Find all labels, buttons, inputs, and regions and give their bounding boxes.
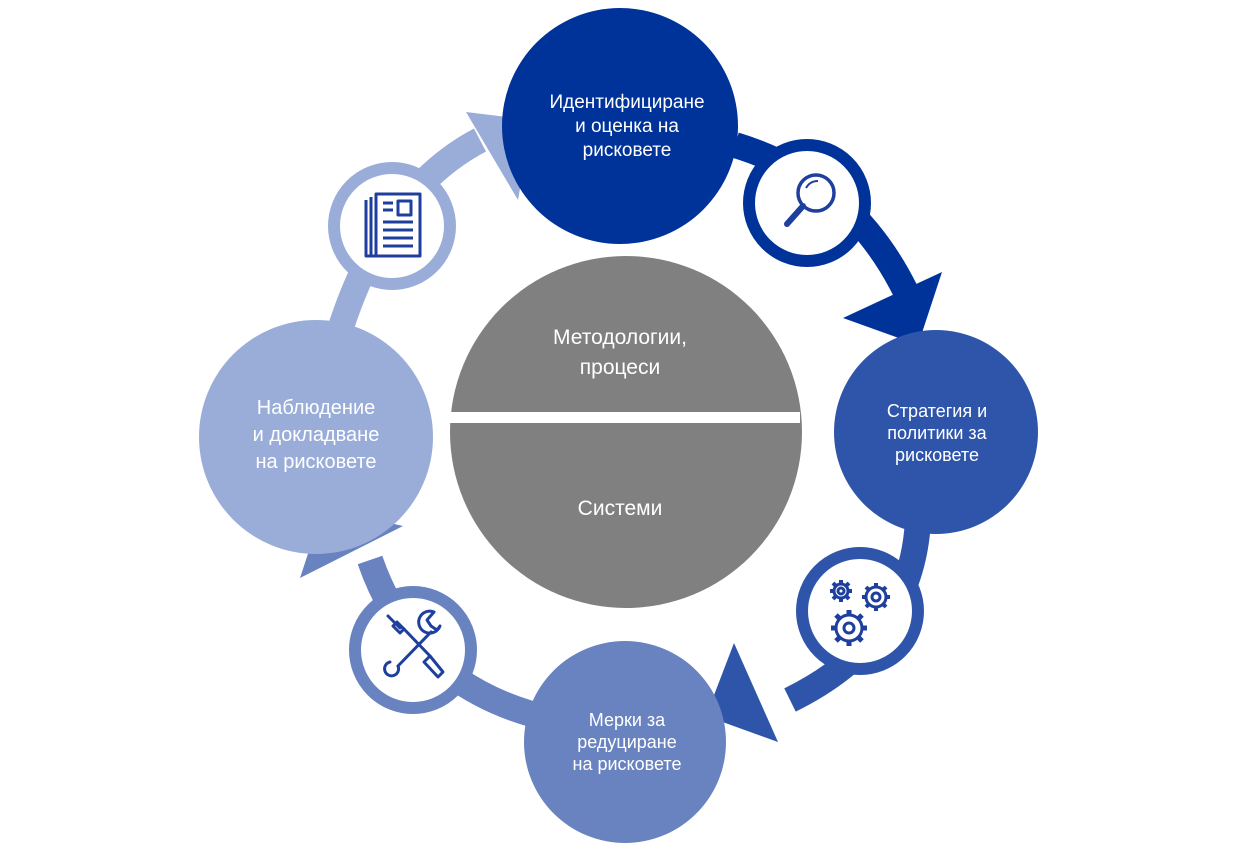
stage-measures-line-2: редуциране [577, 732, 676, 752]
document-icon [328, 162, 456, 290]
stage-monitoring: Наблюдение и докладване на рисковете [199, 320, 433, 554]
magnifier-icon [743, 139, 871, 267]
stage-identify-line-2: и оценка на [575, 116, 679, 137]
stage-measures: Мерки за редуциране на рисковете [524, 641, 726, 843]
stage-strategy: Стратегия и политики за рисковете [834, 330, 1038, 534]
stage-monitoring-line-2: и докладване [253, 424, 380, 446]
arrowhead-to-measures [706, 643, 778, 742]
center-top-line-2: процеси [580, 356, 660, 379]
stage-strategy-line-1: Стратегия и [887, 401, 987, 421]
stage-measures-line-1: Мерки за [589, 710, 666, 730]
stage-identify-line-3: рисковете [583, 140, 672, 161]
stage-monitoring-line-3: на рисковете [255, 451, 376, 473]
stage-identify: Идентифициране и оценка на рисковете [502, 8, 738, 244]
stage-measures-line-3: на рисковете [573, 754, 682, 774]
wrench-screwdriver-icon [349, 586, 477, 714]
arrowhead-to-strategy [843, 272, 942, 345]
center-bottom-label: Системи [578, 497, 663, 520]
center-divider [440, 412, 800, 423]
center-top-line-1: Методологии, [553, 326, 687, 349]
stage-strategy-line-3: рисковете [895, 445, 979, 465]
stage-strategy-line-2: политики за [887, 423, 987, 443]
gears-icon [796, 547, 924, 675]
center-circle: Методологии, процеси Системи [440, 256, 802, 608]
stage-monitoring-line-1: Наблюдение [257, 397, 376, 419]
stage-identify-line-1: Идентифициране [549, 92, 704, 113]
